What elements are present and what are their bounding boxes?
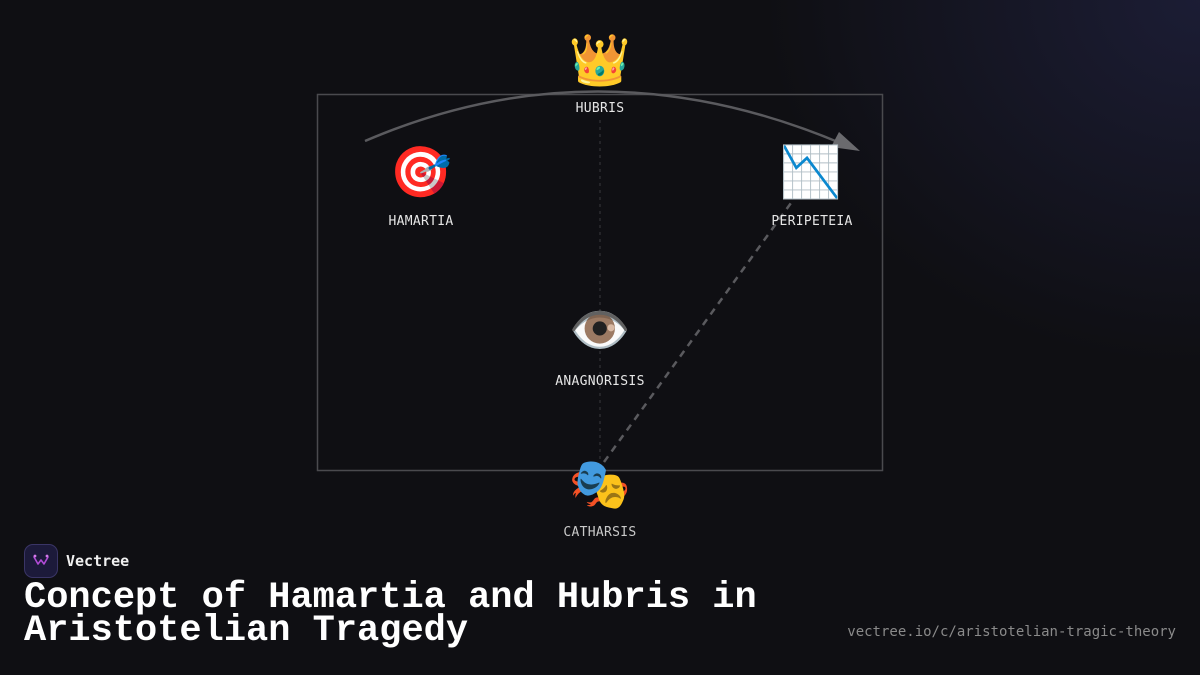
brand: Vectree bbox=[24, 544, 129, 578]
hubris-arc bbox=[364, 90, 846, 147]
catharsis-peripeteia-connector bbox=[602, 195, 798, 463]
crown-icon: 👑 bbox=[568, 31, 632, 89]
theater-masks-icon: 🎭 bbox=[568, 455, 632, 513]
node-label-catharsis: CATHARSIS bbox=[563, 525, 637, 540]
node-label-hubris: HUBRIS bbox=[575, 101, 625, 116]
eye-icon: 👁️ bbox=[568, 301, 632, 359]
node-label-anagnorisis: ANAGNORISIS bbox=[555, 374, 645, 389]
page-title: Concept of Hamartia and Hubris in Aristo… bbox=[24, 577, 757, 652]
node-label-hamartia: HAMARTIA bbox=[388, 214, 454, 229]
brand-name: Vectree bbox=[66, 552, 130, 570]
arc-arrowhead bbox=[831, 132, 860, 151]
target-icon: 🎯 bbox=[389, 143, 453, 201]
node-label-peripeteia: PERIPETEIA bbox=[771, 214, 853, 229]
source-url[interactable]: vectree.io/c/aristotelian-tragic-theory bbox=[847, 624, 1176, 640]
chart-decreasing-icon: 📉 bbox=[779, 143, 843, 201]
diagram-frame bbox=[316, 93, 884, 472]
vectree-logo-icon bbox=[24, 544, 58, 578]
